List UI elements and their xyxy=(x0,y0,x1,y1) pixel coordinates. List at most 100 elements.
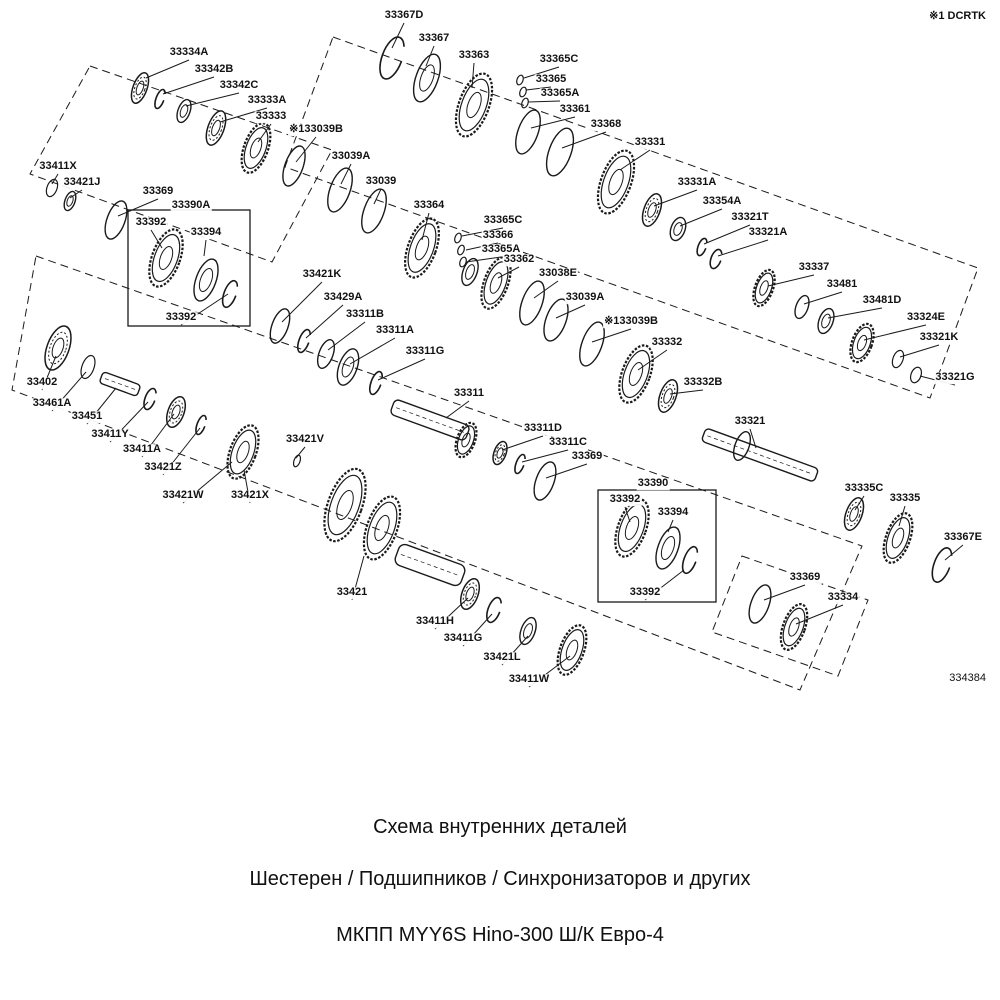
leader-line xyxy=(109,401,149,443)
caption-line-3: МКПП MYY6S Hino-300 Ш/К Евро-4 xyxy=(336,924,664,946)
boundary-dashed xyxy=(29,65,333,263)
part-small xyxy=(519,86,527,98)
leader-line xyxy=(257,123,272,143)
leader-line xyxy=(425,45,435,67)
part-shaft xyxy=(99,371,141,397)
leader-line xyxy=(561,131,607,149)
leader-line xyxy=(899,344,940,358)
leader-line xyxy=(51,173,59,185)
part-ring xyxy=(732,431,752,461)
part-ring xyxy=(327,167,353,213)
part-ring xyxy=(282,145,306,187)
leader-line xyxy=(763,584,806,601)
leader-line xyxy=(41,355,57,391)
leader-line xyxy=(295,446,306,459)
part-bearing xyxy=(641,193,663,227)
leader-line xyxy=(162,76,215,95)
part-gear xyxy=(618,344,654,404)
part-ring xyxy=(533,461,557,501)
part-gear xyxy=(454,72,494,138)
leader-line xyxy=(533,280,559,299)
part-ring xyxy=(515,109,541,155)
part-snap xyxy=(379,36,405,80)
part-ring2 xyxy=(412,53,442,103)
part-snap xyxy=(931,547,953,583)
part-ring2 xyxy=(461,257,479,287)
leader-line xyxy=(525,86,552,91)
part-bearing xyxy=(492,440,508,466)
leader-line xyxy=(349,337,396,365)
part-ring2 xyxy=(193,258,219,302)
part-ring2 xyxy=(176,98,192,124)
part-small xyxy=(521,97,529,109)
part-gear xyxy=(148,228,184,288)
leader-line xyxy=(185,92,240,107)
leader-line xyxy=(377,358,426,381)
leader-line xyxy=(305,304,344,339)
leader-line xyxy=(373,188,382,205)
part-gear xyxy=(362,495,402,561)
part-ring xyxy=(748,584,772,624)
leader-line xyxy=(445,400,470,419)
part-ring xyxy=(794,294,810,320)
leader-line xyxy=(863,324,927,341)
leader-line xyxy=(501,435,544,451)
part-ring xyxy=(545,127,575,177)
leader-line xyxy=(854,495,865,511)
part-gear xyxy=(596,149,636,215)
leader-line xyxy=(653,189,698,207)
leader-line xyxy=(717,239,769,257)
part-gear xyxy=(454,421,478,459)
leader-line xyxy=(528,655,571,688)
part-ring xyxy=(316,339,336,369)
part-bearing xyxy=(843,497,865,531)
part-gear xyxy=(882,512,914,564)
part-gear xyxy=(323,467,367,543)
part-ring2 xyxy=(655,526,681,570)
part-small xyxy=(454,232,462,244)
part-shaft xyxy=(394,543,466,587)
part-gear xyxy=(614,498,650,558)
part-bearing xyxy=(130,72,150,104)
leader-line xyxy=(471,62,475,89)
footnote-code: ※1 DCRTK xyxy=(929,10,986,22)
part-gear xyxy=(752,268,776,308)
boundary-dashed xyxy=(284,36,979,399)
part-snap xyxy=(696,237,708,257)
leader-line xyxy=(669,389,704,395)
part-gear xyxy=(240,122,272,174)
part-small xyxy=(459,256,467,268)
leader-line xyxy=(391,22,405,49)
leader-line xyxy=(465,256,502,263)
leader-line xyxy=(162,427,201,476)
leader-line xyxy=(827,307,883,319)
part-ring xyxy=(269,308,291,344)
part-snap xyxy=(681,545,699,575)
part-small xyxy=(891,349,905,369)
leader-line xyxy=(521,449,569,463)
part-snap xyxy=(154,88,166,110)
group-box xyxy=(597,489,717,603)
leader-line xyxy=(644,569,685,601)
leader-line xyxy=(619,149,651,171)
leader-line xyxy=(591,328,632,343)
part-snap xyxy=(368,370,384,396)
part-bearing xyxy=(459,577,481,611)
leader-line xyxy=(340,163,352,185)
part-small xyxy=(909,366,923,384)
boundary-dashed xyxy=(711,555,869,677)
leader-line xyxy=(637,349,668,371)
part-snap xyxy=(143,387,157,411)
part-gear xyxy=(849,322,875,364)
leader-line xyxy=(527,100,561,103)
part-snap xyxy=(296,328,312,354)
leader-line xyxy=(898,505,906,527)
leader-line xyxy=(461,227,504,237)
part-shaft xyxy=(390,399,470,441)
leader-line xyxy=(795,604,844,625)
part-gear xyxy=(556,624,588,676)
leader-line xyxy=(624,506,631,523)
part-snap xyxy=(195,414,207,436)
leader-line xyxy=(667,519,674,533)
